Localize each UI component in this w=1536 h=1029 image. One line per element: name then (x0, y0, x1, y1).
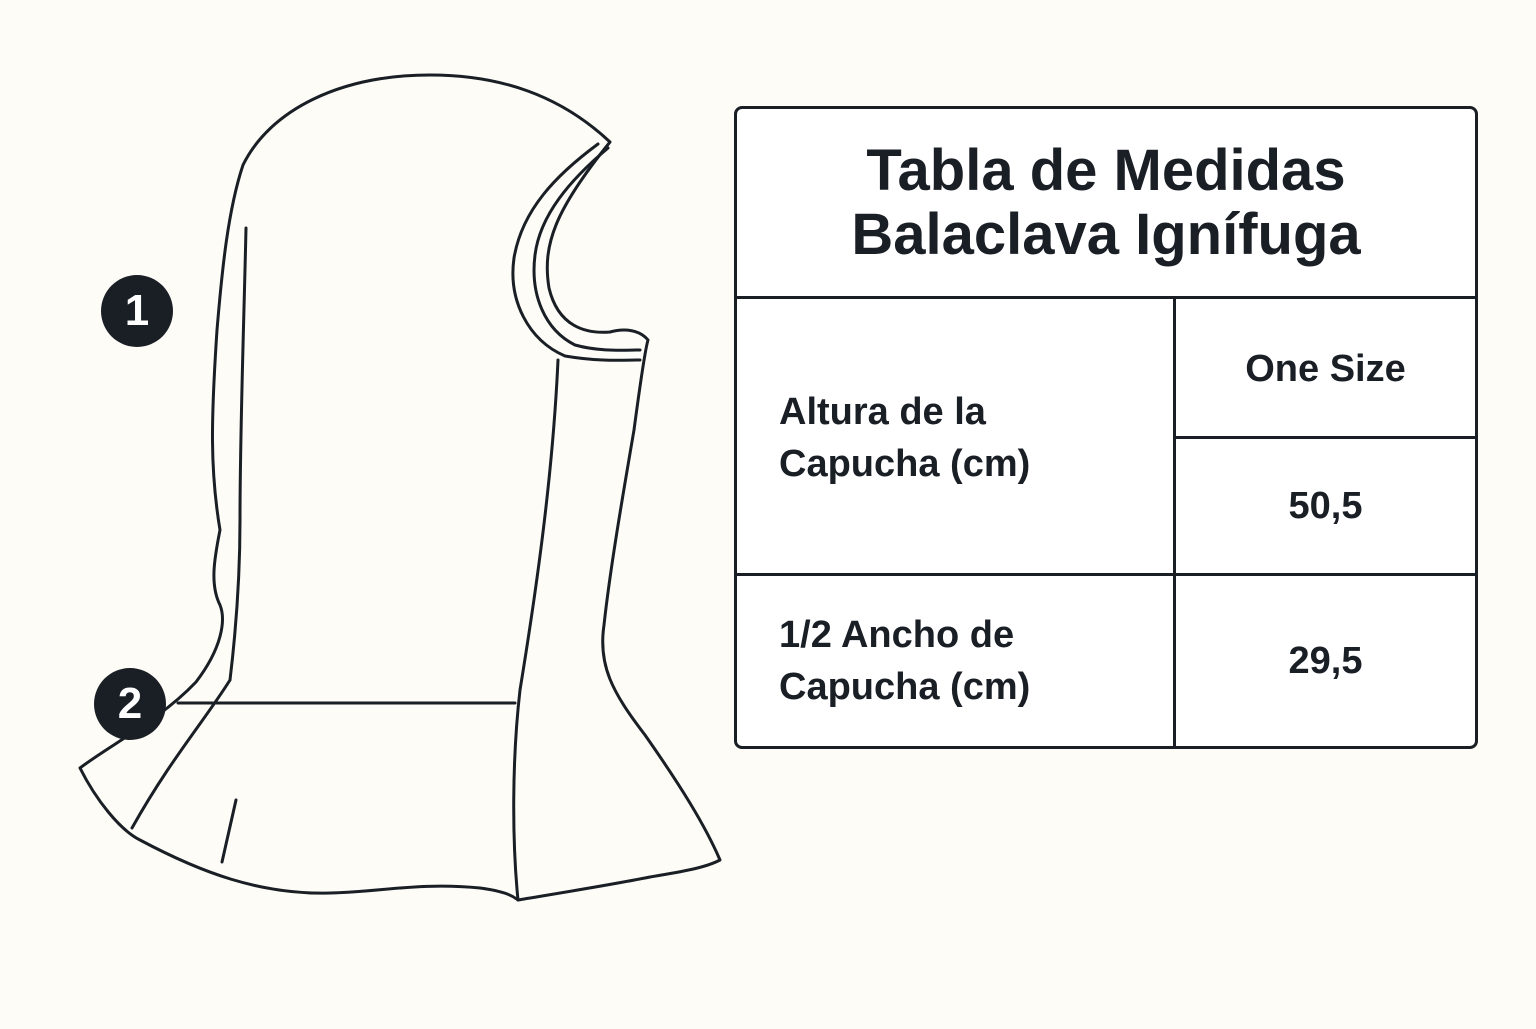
table-title: Tabla de Medidas Balaclava Ignífuga (737, 109, 1475, 299)
balaclava-hood-icon (78, 73, 722, 902)
column-divider (1173, 299, 1176, 746)
size-column-header: One Size (1176, 302, 1475, 436)
row-divider-size-header (1173, 436, 1475, 439)
value-text: 50,5 (1288, 485, 1363, 527)
measurement-marker-2: 2 (94, 668, 166, 740)
row-divider (737, 573, 1475, 576)
measurement-marker-1: 1 (101, 275, 173, 347)
row-label-text: 1/2 Ancho de Capucha (cm) (779, 614, 1031, 708)
size-chart-table: Tabla de Medidas Balaclava Ignífuga Altu… (734, 106, 1478, 749)
value-hood-height: 50,5 (1176, 439, 1475, 573)
size-header-text: One Size (1245, 348, 1406, 390)
row-label-hood-half-width: 1/2 Ancho de Capucha (cm) (737, 576, 1173, 746)
row-label-text: Altura de la Capucha (cm) (779, 390, 1031, 485)
table-title-line-2: Balaclava Ignífuga (851, 201, 1361, 267)
balaclava-illustration: 1 2 (0, 0, 740, 1024)
row-label-hood-height: Altura de la Capucha (cm) (737, 302, 1173, 573)
value-hood-half-width: 29,5 (1176, 576, 1475, 746)
value-text: 29,5 (1288, 640, 1363, 682)
table-title-line-1: Tabla de Medidas (866, 137, 1346, 203)
